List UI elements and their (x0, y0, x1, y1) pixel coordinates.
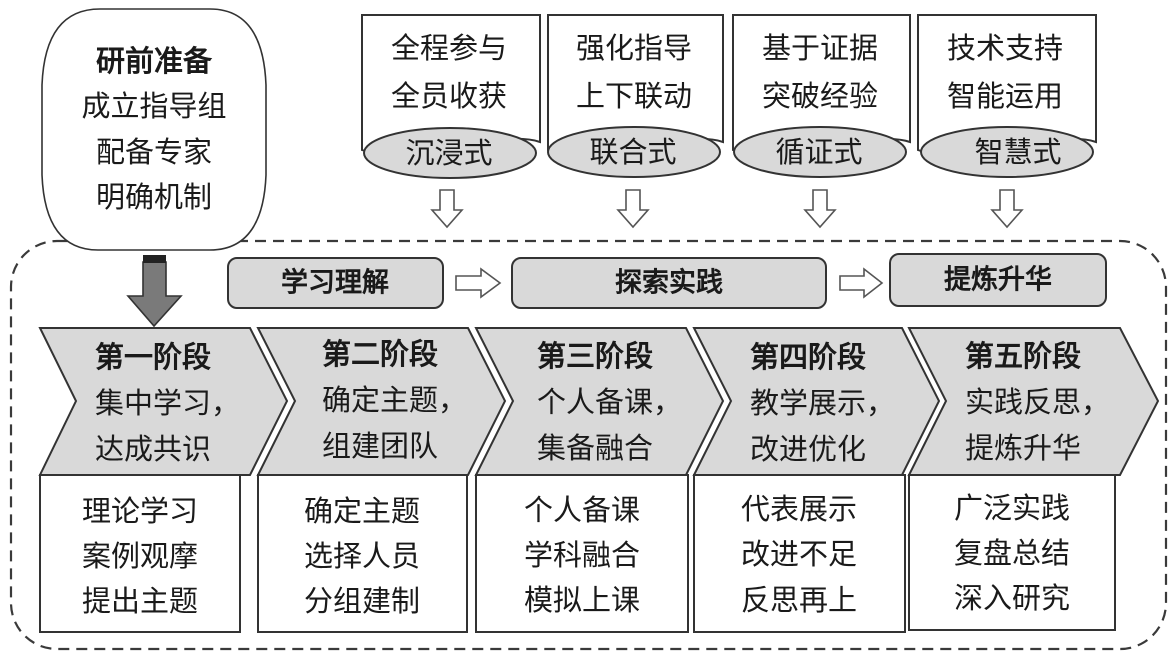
stage-line: 提炼升华 (965, 431, 1081, 465)
stage-activity: 改进不足 (741, 537, 857, 571)
stage-title: 第五阶段 (965, 339, 1081, 373)
stage-activity: 学科融合 (524, 538, 640, 572)
stage-line: 改进优化 (750, 432, 866, 466)
mode-card-evidence: 基于证据 突破经验 循证式 (732, 14, 911, 178)
stage-activity-box (39, 474, 241, 633)
stage-title: 第三阶段 (537, 339, 653, 373)
stage-5: 第五阶段 实践反思， 提炼升华 广泛实践 复盘总结 深入研究 (907, 327, 1160, 631)
mode-line: 全员收获 (391, 79, 507, 113)
prep-box-shape (41, 8, 267, 251)
mode-label: 沉浸式 (405, 136, 492, 170)
hollow-down-arrow-icon (430, 189, 464, 229)
stage-chevron (38, 327, 289, 476)
mode-ellipse (920, 126, 1094, 178)
stage-line: 确定主题， (322, 383, 467, 417)
stage-title: 第一阶段 (95, 340, 211, 374)
prep-line: 配备专家 (96, 135, 212, 169)
solid-down-arrow-icon (126, 255, 183, 328)
stage-4: 第四阶段 教学展示， 改进优化 代表展示 改进不足 反思再上 (692, 327, 941, 633)
stage-activity-box (257, 474, 468, 633)
mode-card-smart: 技术支持 智能运用 智慧式 (917, 14, 1097, 178)
stage-line: 实践反思， (965, 385, 1110, 419)
stage-activity-box (908, 474, 1116, 631)
stage-3: 第三阶段 个人备课， 集备融合 个人备课 学科融合 模拟上课 (474, 327, 725, 633)
hollow-down-arrow-icon (990, 189, 1024, 229)
mode-line: 智能运用 (947, 79, 1063, 113)
mode-ellipse (733, 126, 907, 178)
stage-activity: 提出主题 (82, 584, 198, 618)
stage-activity: 确定主题 (304, 494, 420, 528)
stage-activity: 选择人员 (304, 539, 420, 573)
mode-line: 基于证据 (762, 31, 878, 65)
stage-activity-box (693, 474, 906, 633)
stage-line: 教学展示， (750, 386, 895, 420)
stage-title: 第二阶段 (322, 337, 438, 371)
solid-down-arrow-body (126, 261, 183, 328)
mode-label: 智慧式 (974, 135, 1061, 169)
mode-line: 上下联动 (576, 79, 692, 113)
stage-activity: 个人备课 (524, 493, 640, 527)
mode-line: 技术支持 (947, 31, 1063, 65)
mode-label: 联合式 (589, 135, 676, 169)
stage-activity: 广泛实践 (954, 491, 1070, 525)
mode-ellipse (547, 126, 721, 178)
stage-chevron (907, 327, 1160, 476)
stage-title: 第四阶段 (750, 340, 866, 374)
prep-title: 研前准备 (96, 44, 213, 78)
phase-label: 探索实践 (615, 267, 723, 299)
stage-activity: 复盘总结 (954, 536, 1070, 570)
stage-activity: 案例观摩 (82, 539, 198, 573)
stage-activity: 模拟上课 (524, 583, 640, 617)
hollow-down-arrow-icon (616, 189, 650, 229)
phase-box (227, 257, 444, 309)
mode-card-joint: 强化指导 上下联动 联合式 (547, 14, 724, 178)
stage-2: 第二阶段 确定主题， 组建团队 确定主题 选择人员 分组建制 (256, 327, 507, 633)
stage-line: 集中学习， (95, 386, 240, 420)
stage-activity: 分组建制 (304, 584, 420, 618)
stage-activity: 理论学习 (82, 494, 198, 528)
phase-box (889, 253, 1107, 307)
phase-box (511, 257, 827, 309)
stage-line: 集备融合 (537, 431, 653, 465)
mode-card-immersive: 全程参与 全员收获 沉浸式 (361, 14, 541, 179)
phase-label: 学习理解 (281, 267, 389, 299)
mode-line: 突破经验 (762, 79, 878, 113)
stage-activity: 反思再上 (741, 583, 857, 617)
prep-line: 成立指导组 (81, 89, 226, 123)
mode-ellipse (363, 127, 537, 179)
stages-dashed-container (9, 239, 1168, 651)
stage-1: 第一阶段 集中学习， 达成共识 理论学习 案例观摩 提出主题 (38, 327, 289, 633)
hollow-right-arrow-icon (455, 267, 502, 299)
mode-label: 循证式 (775, 135, 862, 169)
mode-line: 强化指导 (576, 31, 692, 65)
stage-line: 个人备课， (537, 385, 682, 419)
stage-activity-box (475, 474, 689, 633)
prep-line: 明确机制 (96, 180, 212, 214)
stage-line: 达成共识 (95, 432, 211, 466)
stage-activity: 深入研究 (954, 581, 1070, 615)
phase-label: 提炼升华 (944, 264, 1052, 296)
solid-down-arrow-cap (143, 255, 166, 263)
mode-line: 全程参与 (391, 31, 507, 65)
hollow-down-arrow-icon (803, 189, 837, 229)
stage-line: 组建团队 (322, 429, 438, 463)
hollow-right-arrow-icon (839, 267, 884, 299)
stage-activity: 代表展示 (741, 492, 857, 526)
prep-box: 研前准备 成立指导组 配备专家 明确机制 (41, 8, 267, 251)
